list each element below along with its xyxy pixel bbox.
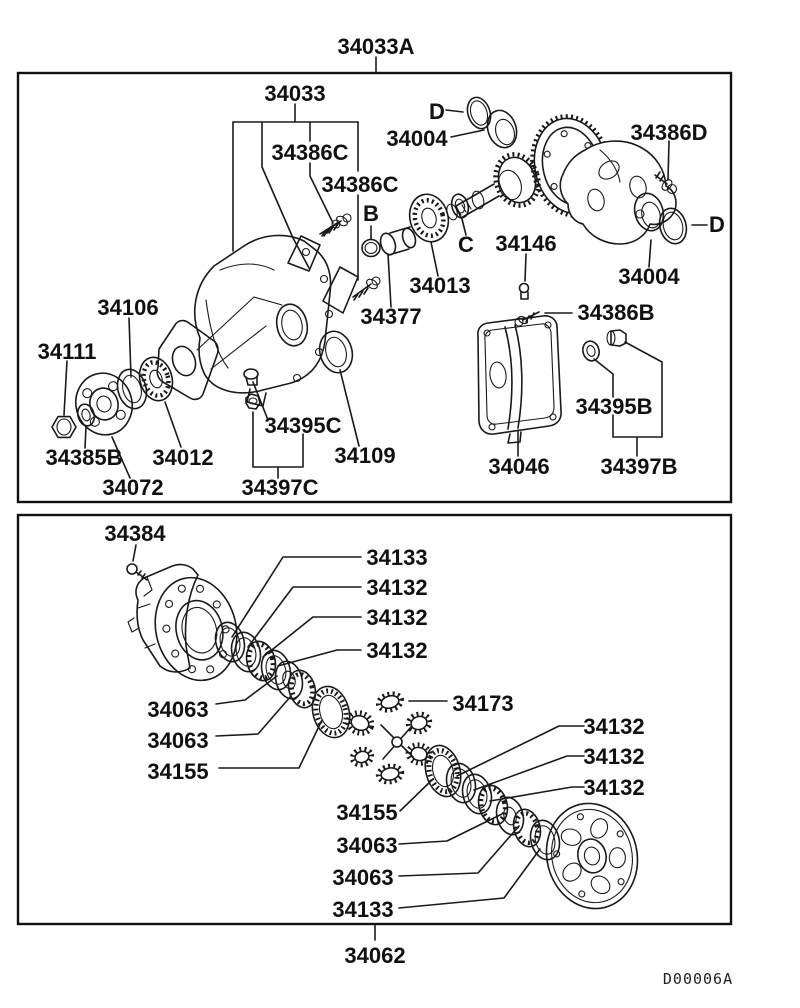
thrust-washer-C-drawing <box>446 193 470 221</box>
lsd-case-left-drawing <box>127 563 238 682</box>
drain-plug-drawing <box>606 329 627 347</box>
part-label-34133-bottom: 34133 <box>332 897 393 922</box>
part-label-34109: 34109 <box>334 443 395 468</box>
companion-flange-drawing <box>74 372 134 436</box>
side-oil-seal-drawing <box>318 330 354 374</box>
part-label-34004-left: 34004 <box>386 126 448 151</box>
ref-label-C: C <box>458 232 474 257</box>
part-label-34384: 34384 <box>104 521 166 546</box>
part-label-34132-r3: 34132 <box>583 775 644 800</box>
part-label-34132-t3: 34132 <box>366 638 427 663</box>
part-label-34046: 34046 <box>488 454 549 479</box>
part-label-34072: 34072 <box>102 475 163 500</box>
part-label-34013: 34013 <box>409 273 470 298</box>
spider-gear-set-drawing <box>345 691 433 785</box>
part-label-34395B: 34395B <box>575 394 652 419</box>
bolt-34386C-1 <box>322 213 352 237</box>
part-label-34132-r1: 34132 <box>583 714 644 739</box>
air-breather-drawing <box>518 282 530 300</box>
pinion-nut-drawing <box>51 415 77 439</box>
part-label-34106: 34106 <box>97 295 158 320</box>
rear-cover-drawing <box>477 315 562 444</box>
part-label-34173: 34173 <box>452 691 513 716</box>
pinion-front-bearing-drawing <box>408 193 450 243</box>
ref-label-D-right: D <box>709 212 725 237</box>
part-label-34033A-top: 34033A <box>337 34 414 59</box>
part-label-34012: 34012 <box>152 445 213 470</box>
part-label-34155-left: 34155 <box>147 759 208 784</box>
plug-washer-drawing <box>582 340 600 362</box>
part-label-34063-r1: 34063 <box>336 833 397 858</box>
part-label-34397B: 34397B <box>600 454 677 479</box>
part-label-34133-top: 34133 <box>366 545 427 570</box>
bolt-34386B-drawing <box>514 311 540 327</box>
part-label-34004-right: 34004 <box>618 264 680 289</box>
part-label-34132-r2: 34132 <box>583 744 644 769</box>
part-label-34386C-2: 34386C <box>321 172 398 197</box>
clutch-plate-stack-left <box>214 621 351 739</box>
part-label-34132-t2: 34132 <box>366 605 427 630</box>
side-bearing-right-drawing <box>633 192 665 232</box>
drive-pinion-gear-drawing <box>455 152 541 219</box>
part-label-34397C: 34397C <box>241 475 318 500</box>
filler-plug-drawing <box>243 368 261 410</box>
screw-34384-drawing <box>126 563 148 581</box>
part-label-34132-t1: 34132 <box>366 575 427 600</box>
side-bearing-left-drawing <box>486 109 518 149</box>
part-label-34146: 34146 <box>495 231 556 256</box>
pinion-rear-bearing-drawing <box>138 356 174 402</box>
part-label-34386C-1: 34386C <box>271 140 348 165</box>
bracket-34033-leaders <box>232 103 359 281</box>
part-label-34386B: 34386B <box>577 300 654 325</box>
part-label-34395C: 34395C <box>264 413 341 438</box>
part-label-34155-right: 34155 <box>336 800 397 825</box>
doc-code: D00006A <box>663 970 733 988</box>
o-ring-B-drawing <box>361 238 381 258</box>
differential-case-drawing <box>559 140 677 245</box>
part-label-34062-bottom: 34062 <box>344 943 405 968</box>
part-label-34111: 34111 <box>38 339 97 364</box>
part-label-34033: 34033 <box>264 81 325 106</box>
upper-panel-border <box>16 71 733 504</box>
part-label-34063-l2: 34063 <box>147 728 208 753</box>
part-label-34385B: 34385B <box>45 445 122 470</box>
bolt-34386D-drawing <box>654 171 678 195</box>
lsd-case-right-drawing <box>545 802 639 910</box>
spacer-34377-drawing <box>379 226 417 256</box>
part-label-34386D: 34386D <box>630 120 707 145</box>
o-ring-D-left-drawing <box>466 96 492 130</box>
part-label-34063-l1: 34063 <box>147 697 208 722</box>
lower-leader-lines <box>132 544 585 909</box>
ref-label-B: B <box>363 201 379 226</box>
ref-label-D-left: D <box>429 99 445 124</box>
upper-leader-lines <box>63 109 708 479</box>
o-ring-D-right-drawing <box>658 207 688 245</box>
part-label-34377: 34377 <box>360 304 421 329</box>
bolt-34386C-2 <box>352 276 381 301</box>
part-label-34063-r2: 34063 <box>332 865 393 890</box>
differential-carrier-housing-drawing <box>156 219 359 407</box>
